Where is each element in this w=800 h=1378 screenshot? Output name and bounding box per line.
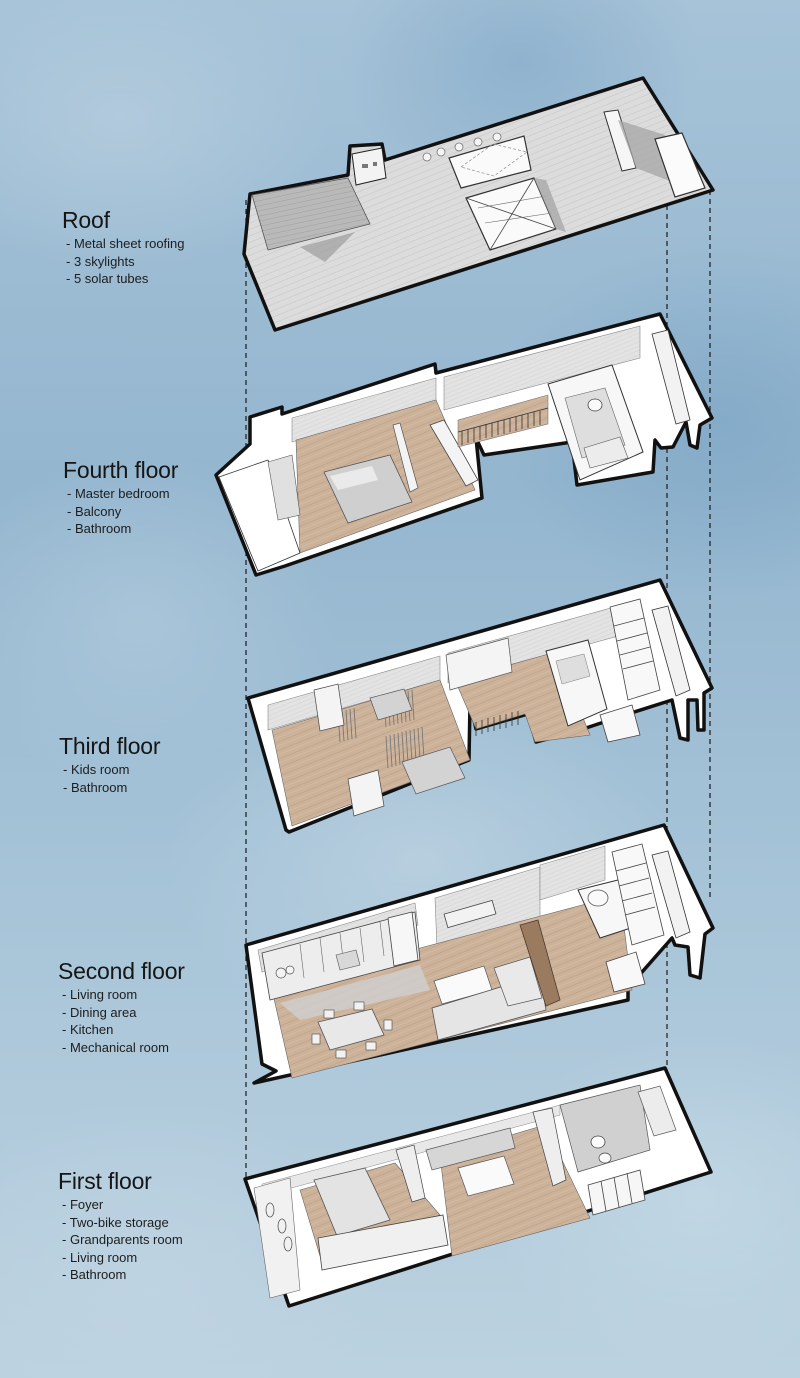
bed — [323, 454, 413, 524]
floor-feature: Bathroom — [63, 779, 160, 797]
sloped-metal-roof — [251, 177, 371, 251]
toilet — [590, 1135, 606, 1149]
wardrobe — [429, 419, 479, 487]
bathtub — [637, 1085, 677, 1137]
floor-feature-list: Kids room Bathroom — [63, 761, 160, 796]
floor-feature: Balcony — [67, 503, 178, 521]
floor-label-roof: Roof Metal sheet roofing 3 skylights 5 s… — [62, 207, 185, 288]
coffee-table — [457, 1155, 515, 1197]
floor-feature: Living room — [62, 986, 185, 1004]
stairs — [599, 598, 661, 743]
floor-feature-list: Foyer Two-bike storage Grandparents room… — [62, 1196, 183, 1284]
water-heater — [587, 889, 609, 907]
bed — [313, 1167, 391, 1237]
floor-feature: Foyer — [62, 1196, 183, 1214]
kids-bed-1 — [401, 746, 466, 795]
closet — [445, 637, 513, 691]
floor-feature: Two-bike storage — [62, 1214, 183, 1232]
foyer — [253, 1177, 301, 1299]
floor-feature: Dining area — [62, 1004, 185, 1022]
floor-feature: Metal sheet roofing — [66, 235, 185, 253]
floor-label-fourth: Fourth floor Master bedroom Balcony Bath… — [63, 457, 178, 538]
floor-label-first: First floor Foyer Two-bike storage Grand… — [58, 1168, 183, 1284]
roof-vent-box — [351, 147, 387, 186]
kids-bed-2 — [369, 688, 413, 721]
first-floor-bathroom — [559, 1084, 651, 1173]
floor-feature: Bathroom — [67, 520, 178, 538]
floor-title: Roof — [62, 207, 110, 233]
bike-storage — [265, 1202, 293, 1252]
fridge — [387, 911, 419, 967]
fourth-floor-plate — [214, 312, 714, 577]
dining-chairs — [311, 1001, 393, 1059]
roof-plate — [242, 76, 715, 332]
sink — [598, 1152, 612, 1164]
floor-feature: Living room — [62, 1249, 183, 1267]
stove-burner — [275, 967, 287, 979]
toilet — [587, 398, 603, 412]
floor-feature-list: Living room Dining area Kitchen Mechanic… — [62, 986, 185, 1056]
sofa — [425, 1127, 516, 1171]
bathtub — [583, 436, 629, 469]
wall-window — [443, 899, 497, 929]
floor-feature: Master bedroom — [67, 485, 178, 503]
floor-feature: Kids room — [63, 761, 160, 779]
floor-feature: 5 solar tubes — [66, 270, 185, 288]
floor-feature: Kitchen — [62, 1021, 185, 1039]
floor-feature: Mechanical room — [62, 1039, 185, 1057]
second-floor-plate — [244, 823, 715, 1085]
floor-title: Fourth floor — [63, 457, 179, 483]
floor-feature-list: Master bedroom Balcony Bathroom — [67, 485, 178, 538]
floor-title: Second floor — [58, 958, 185, 984]
skylight-1 — [448, 135, 532, 189]
railing — [457, 407, 549, 445]
floor-feature-list: Metal sheet roofing 3 skylights 5 solar … — [66, 235, 185, 288]
stairs — [605, 843, 665, 993]
floor-label-second: Second floor Living room Dining area Kit… — [58, 958, 185, 1056]
railing — [475, 711, 519, 736]
floor-label-third: Third floor Kids room Bathroom — [59, 733, 161, 796]
skylight-3 — [654, 132, 706, 198]
stairs — [587, 1169, 646, 1216]
floor-feature: Bathroom — [62, 1266, 183, 1284]
room-partition — [317, 1214, 449, 1271]
first-floor-plate — [243, 1066, 713, 1308]
floor-feature: 3 skylights — [66, 253, 185, 271]
bookshelf — [519, 919, 561, 1007]
third-floor-plate — [246, 578, 714, 834]
solar-tubes — [422, 132, 502, 162]
dining-table — [317, 1008, 385, 1051]
floor-feature: Grandparents room — [62, 1231, 183, 1249]
floor-title: First floor — [58, 1168, 152, 1194]
sink — [335, 949, 361, 971]
balcony — [218, 459, 301, 572]
floor-title: Third floor — [59, 733, 161, 759]
